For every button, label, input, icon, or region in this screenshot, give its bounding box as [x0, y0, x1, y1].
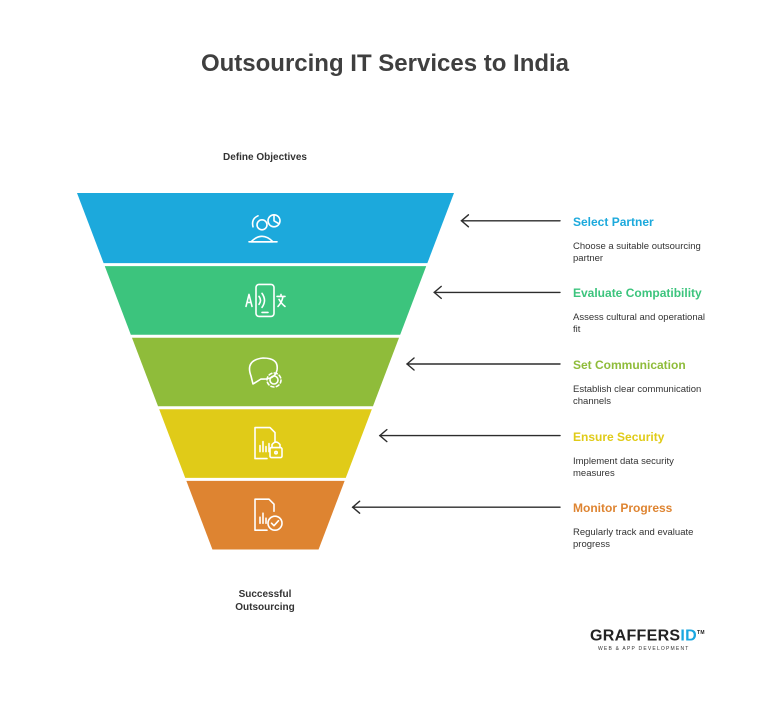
step-description-line: Assess cultural and operational: [573, 312, 706, 324]
funnel-band-5: [186, 480, 345, 550]
step-description-line: Choose a suitable outsourcing: [573, 240, 701, 252]
user-pie-chart-icon: [248, 214, 281, 243]
step-title: Ensure Security: [573, 429, 665, 444]
bottom-label-line-1: Successful: [238, 589, 292, 600]
step-title: Evaluate Compatibility: [573, 286, 702, 301]
step-title: Set Communication: [573, 358, 686, 372]
arrow-icon: [351, 500, 561, 514]
arrow-icon: [405, 357, 561, 371]
page-title: Outsourcing IT Services to India: [200, 50, 570, 77]
funnel-bottom-label: Successful Outsourcing: [205, 588, 325, 614]
arrow-icon: [460, 214, 561, 228]
step-title: Monitor Progress: [573, 501, 673, 516]
funnel-band-3: [131, 337, 400, 407]
logo-tm: TM: [697, 630, 705, 636]
step-title: Select Partner: [573, 214, 654, 229]
step-description-line: fit: [573, 324, 581, 336]
arrow-icon: [433, 285, 561, 300]
funnel-top-label: Define Objectives: [223, 152, 307, 163]
step-description-line: partner: [573, 252, 604, 264]
graffersid-logo: GRAFFERSIDTM WEB & APP DEVELOPMENT: [590, 624, 710, 654]
step-description-line: measures: [573, 467, 615, 479]
step-description-line: progress: [573, 539, 610, 551]
logo-wordmark: GRAFFERSIDTM: [590, 624, 710, 645]
document-lock-icon: [254, 426, 283, 460]
logo-text-id: ID: [680, 627, 698, 645]
funnel-band-4: [159, 409, 372, 478]
step-description-line: Establish clear communication: [573, 384, 702, 395]
logo-text-main: GRAFFERS: [590, 627, 681, 645]
logo-tagline: WEB & APP DEVELOPMENT: [598, 646, 690, 653]
arrow-icon: [378, 428, 561, 443]
funnel-band-2: [104, 266, 427, 335]
step-description-line: Regularly track and evaluate: [573, 527, 694, 539]
step-description-line: channels: [573, 396, 612, 407]
document-check-icon: [254, 498, 283, 532]
chat-gear-icon: [248, 357, 282, 388]
step-description-line: Implement data security: [573, 455, 674, 467]
bottom-label-line-2: Outsourcing: [235, 602, 295, 613]
phone-translate-icon: [245, 283, 286, 318]
